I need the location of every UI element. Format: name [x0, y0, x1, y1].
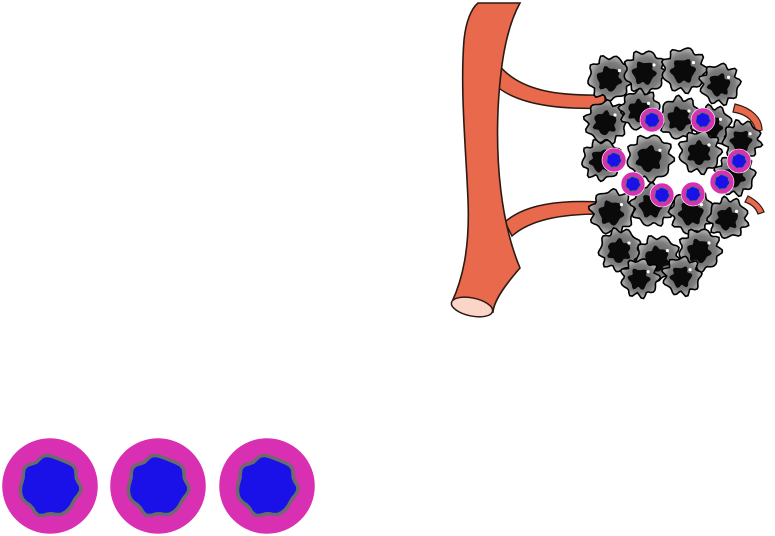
vessel-branch-right-lower: [744, 195, 765, 215]
immune-cell: [709, 169, 735, 195]
immune-cell-large: [107, 435, 209, 536]
tumor-cell: [698, 62, 743, 107]
immune-cell-large: [216, 435, 318, 536]
vessel-cut-end: [450, 296, 494, 318]
immune-cell: [620, 171, 646, 197]
immune-cell-large: [0, 435, 101, 536]
blood-vessel: [450, 2, 765, 318]
immune-cell: [639, 107, 665, 133]
immune-cell: [680, 181, 706, 207]
large-immune-cells: [0, 435, 318, 536]
tumor-cell: [706, 195, 750, 240]
immune-cell: [649, 182, 675, 208]
tumor-cell: [623, 50, 669, 96]
tumor-cell: [619, 258, 662, 300]
tumor-cell: [721, 118, 764, 161]
immune-cell: [690, 107, 716, 133]
tumor-cell: [587, 187, 636, 236]
immune-cell: [726, 148, 752, 174]
tumor-cell: [587, 54, 635, 103]
tumor-cell: [660, 47, 709, 95]
tumor-cell: [677, 130, 724, 176]
immune-cell: [601, 147, 627, 173]
tumor-mass: [581, 47, 764, 300]
tumor-cell: [626, 134, 676, 184]
tumor-cell: [582, 99, 629, 145]
vessel-branch-lower: [504, 200, 601, 238]
tumor-cell: [661, 255, 703, 298]
tumor-cell: [656, 94, 702, 140]
tumor-immune-cells: [601, 107, 752, 208]
vessel-trunk: [450, 2, 522, 313]
vessel-branch-upper: [493, 62, 606, 110]
